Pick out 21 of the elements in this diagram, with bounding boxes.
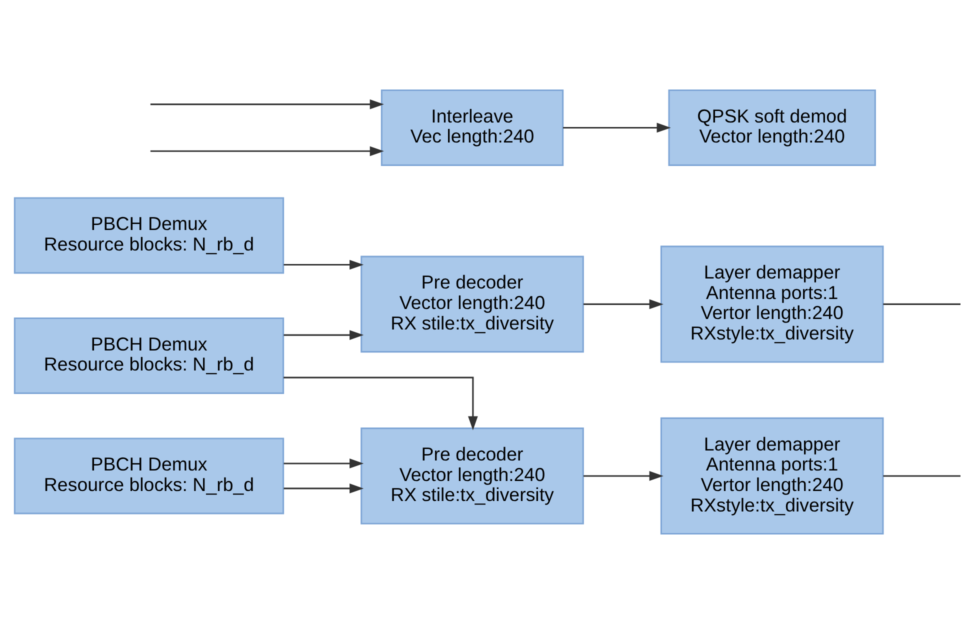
node-box: Layer demapper Antenna ports:1 Vertor length:240 RXstyle:tx_diversity	[660, 417, 884, 535]
arrow	[150, 146, 384, 156]
arrow	[583, 299, 664, 310]
node-box: QPSK soft demod Vector length:240	[668, 89, 876, 166]
node-box: Layer demapper Antenna ports:1 Vertor length:240 RXstyle:tx_diversity	[660, 246, 884, 363]
arrow	[284, 376, 478, 430]
node-box: Pre decoder Vector length:240 RX stile:tx_diversity	[360, 428, 584, 524]
arrow	[284, 260, 364, 270]
node-box: Interleave Vec length:240	[380, 89, 564, 166]
connector	[883, 475, 960, 477]
connector	[883, 303, 960, 305]
node-box: Pre decoder Vector length:240 RX stile:tx_diversity	[360, 256, 584, 353]
node-box: PBCH Demux Resource blocks: N_rb_d	[14, 197, 284, 274]
arrow	[150, 99, 384, 110]
arrow	[583, 471, 664, 481]
arrow	[563, 122, 671, 133]
arrow	[284, 458, 364, 468]
node-box: PBCH Demux Resource blocks: N_rb_d	[14, 438, 284, 514]
node-box: PBCH Demux Resource blocks: N_rb_d	[14, 317, 284, 394]
arrow	[284, 484, 364, 494]
arrow	[284, 330, 364, 340]
